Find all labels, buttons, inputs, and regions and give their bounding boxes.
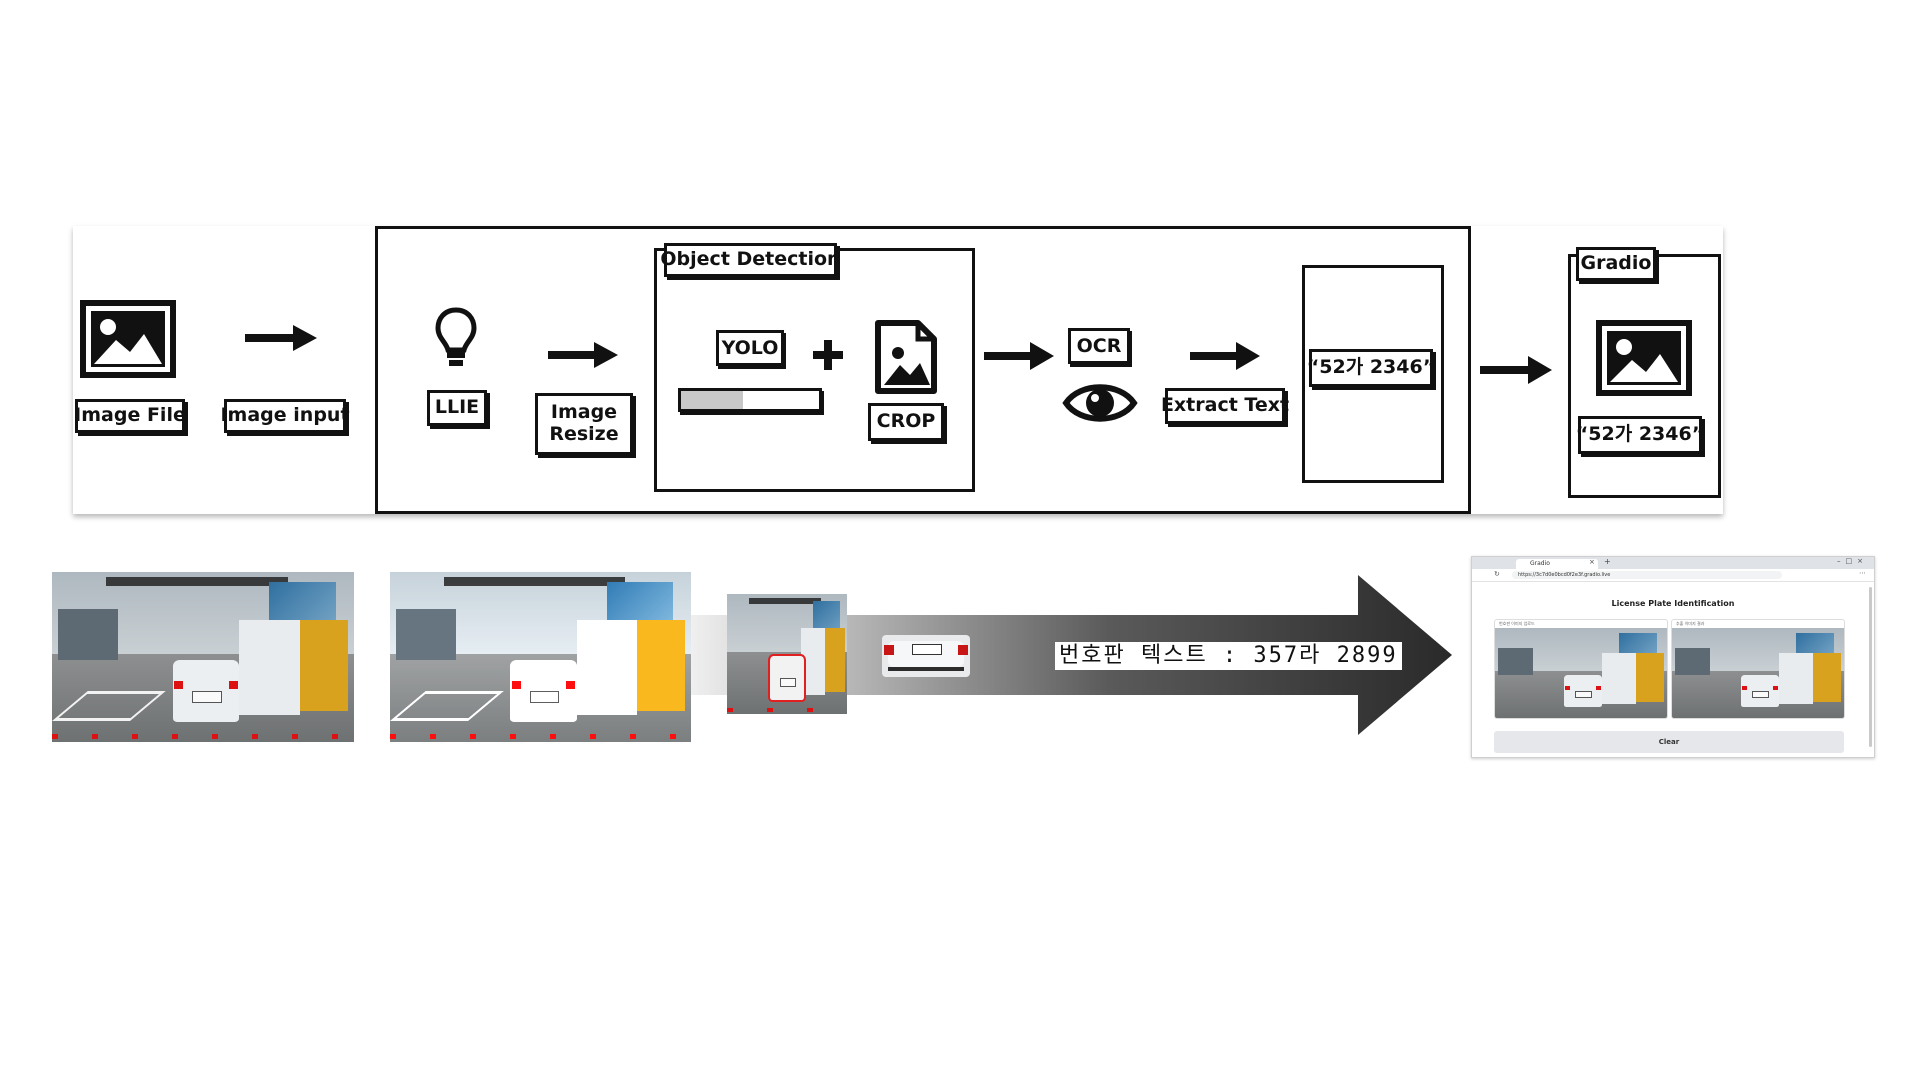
browser-tab-title[interactable]: Gradio	[1530, 560, 1550, 567]
detection-progress-fill	[681, 391, 744, 409]
yolo-label: YOLO	[716, 330, 784, 366]
lightbulb-icon	[435, 307, 477, 366]
scrollbar[interactable]	[1869, 587, 1872, 747]
gradio-title: Gradio	[1576, 247, 1656, 281]
browser-menu-icon[interactable]: ⋯	[1859, 569, 1866, 577]
ocr-result-text: “52가 2346”	[1307, 349, 1435, 387]
arrow-right-icon	[1480, 356, 1552, 384]
gradio-result-text: “52가 2346”	[1576, 416, 1704, 454]
app-title: License Plate Identification	[1611, 599, 1735, 608]
ocr-label: OCR	[1068, 328, 1130, 364]
arrow-right-icon	[984, 342, 1054, 370]
image-file-icon	[875, 320, 937, 394]
arrow-right-icon	[245, 325, 317, 351]
dashcam-enhanced-image	[390, 572, 691, 742]
gradio-browser-window: Gradio × + –□× ↻ https://3c7d0e0bcd0f2e3…	[1471, 556, 1875, 758]
arrow-right-icon	[1190, 342, 1260, 370]
clear-button[interactable]: Clear	[1494, 731, 1844, 753]
window-controls-icon[interactable]: –□×	[1837, 557, 1868, 565]
image-icon	[1596, 320, 1692, 396]
image-icon	[80, 300, 176, 378]
plus-icon	[813, 340, 843, 370]
url-field[interactable]: https://3c7d0e0bcd0f2e3f.gradio.live	[1512, 571, 1782, 579]
close-icon[interactable]: ×	[1589, 558, 1595, 566]
arrow-right-icon	[548, 342, 618, 368]
detection-progress-bar	[678, 388, 822, 412]
object-detection-title: Object Detection	[660, 243, 841, 277]
browser-tab-bar: Gradio × + –□×	[1472, 557, 1874, 569]
dashcam-resized-image	[727, 594, 847, 714]
reload-icon[interactable]: ↻	[1494, 570, 1500, 578]
output-image-panel: 추출 이미지 결과	[1671, 619, 1845, 719]
input-image-panel[interactable]: 번호판 이미지 업로드	[1494, 619, 1668, 719]
extract-text-label: Extract Text	[1161, 388, 1289, 424]
cropped-plate-image	[882, 635, 970, 677]
new-tab-icon[interactable]: +	[1604, 557, 1611, 566]
dashcam-original-image	[52, 572, 354, 742]
eye-icon	[1062, 384, 1138, 422]
plate-text-result: 번호판 텍스트 : 357라 2899	[1055, 642, 1402, 670]
image-resize-label: Image Resize	[535, 393, 633, 455]
llie-label: LLIE	[427, 390, 487, 426]
browser-address-bar: ↻ https://3c7d0e0bcd0f2e3f.gradio.live ⋯	[1472, 569, 1874, 582]
image-file-label: Image File	[74, 399, 186, 433]
image-input-label: Image input	[220, 399, 350, 433]
crop-label: CROP	[868, 403, 944, 441]
